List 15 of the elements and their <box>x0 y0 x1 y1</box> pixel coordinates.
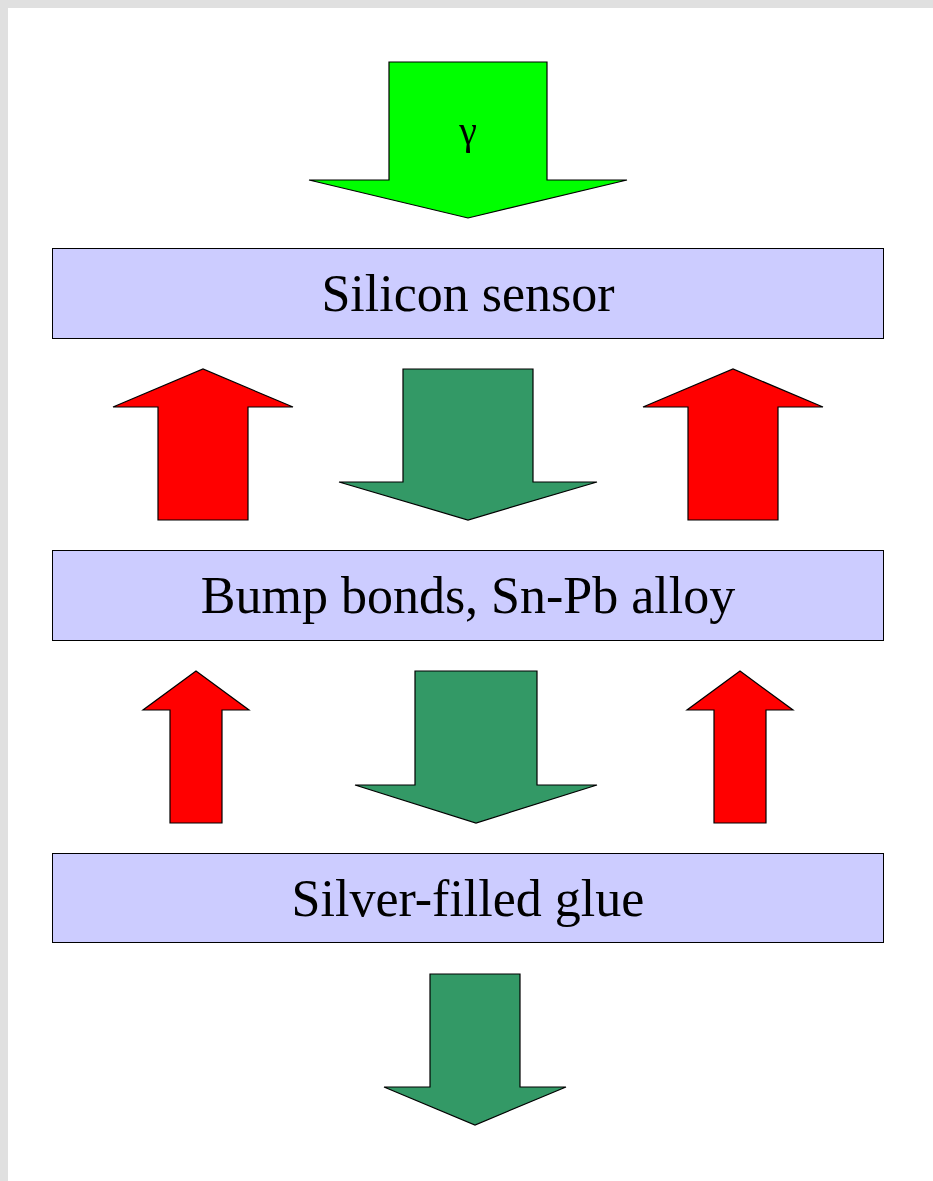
block-arrow <box>685 670 795 824</box>
edge-label: γ <box>459 111 477 151</box>
block-arrow <box>141 670 251 824</box>
block-arrow <box>383 973 567 1126</box>
layer-label: Silver-filled glue <box>291 868 645 929</box>
layer-box <box>52 550 884 641</box>
block-arrow <box>112 368 294 521</box>
block-arrow <box>338 368 598 521</box>
layer-label: Bump bonds, Sn-Pb alloy <box>200 566 736 626</box>
layer-label: Silicon sensor <box>321 264 615 324</box>
block-arrow <box>642 368 824 521</box>
block-arrow <box>308 61 628 219</box>
layer-box <box>52 248 884 339</box>
layer-box <box>52 853 884 943</box>
block-arrow <box>354 670 598 824</box>
